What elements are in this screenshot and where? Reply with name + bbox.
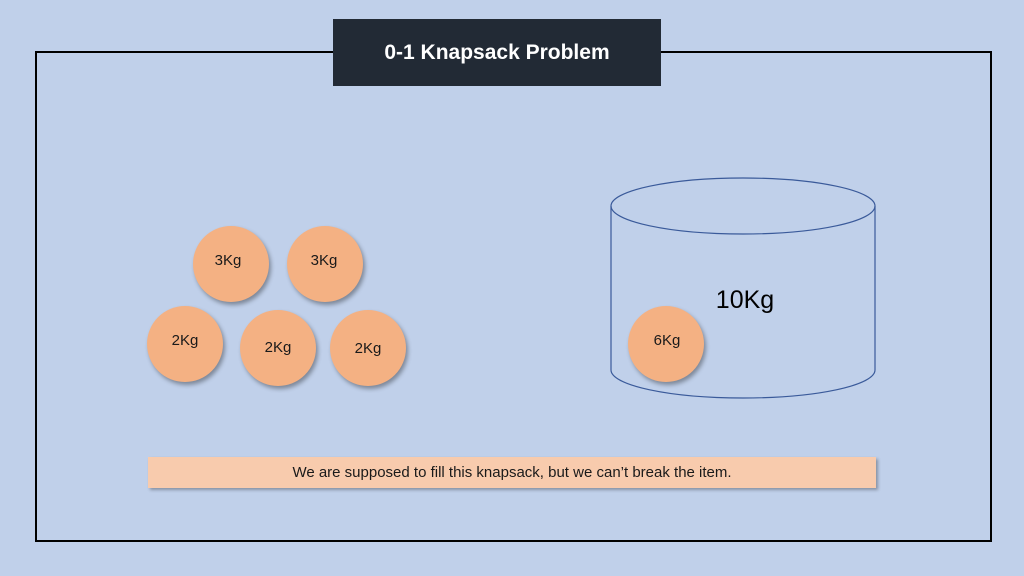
item-circle: 2Kg: [147, 306, 223, 382]
item-weight-label: 3Kg: [310, 251, 338, 269]
item-weight-label: 2Kg: [264, 338, 292, 356]
knapsack-item-circle: 6Kg: [628, 306, 704, 382]
item-weight-label: 3Kg: [214, 251, 242, 269]
item-circle: 2Kg: [240, 310, 316, 386]
item-circle: 2Kg: [330, 310, 406, 386]
knapsack-body: [610, 206, 876, 399]
slide-title: 0-1 Knapsack Problem: [384, 40, 610, 64]
item-circle: 3Kg: [193, 226, 269, 302]
knapsack-top: [610, 177, 876, 235]
caption-box: We are supposed to fill this knapsack, b…: [148, 457, 876, 488]
item-weight-label: 2Kg: [171, 331, 199, 349]
item-weight-label: 6Kg: [653, 331, 681, 349]
item-circle: 3Kg: [287, 226, 363, 302]
item-weight-label: 2Kg: [354, 339, 382, 357]
title-box: 0-1 Knapsack Problem: [333, 19, 661, 86]
knapsack-cylinder: [610, 177, 876, 399]
caption-text: We are supposed to fill this knapsack, b…: [292, 464, 732, 481]
knapsack-capacity-label: 10Kg: [715, 286, 775, 314]
